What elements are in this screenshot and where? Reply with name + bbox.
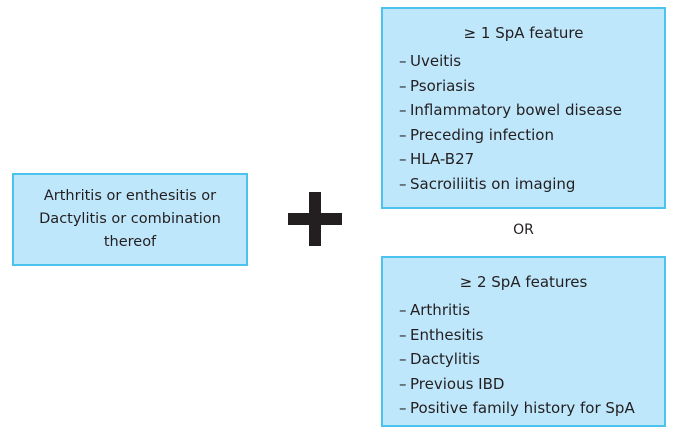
dash-bullet: – [399, 76, 407, 95]
dash-bullet: – [399, 350, 407, 368]
dash-bullet: – [399, 325, 407, 344]
left-criterion-line-1: Arthritis or enthesitis or [43, 188, 217, 204]
list-item: –Enthesitis [399, 323, 664, 348]
list-item: –Previous IBD [399, 372, 664, 397]
dash-bullet: – [399, 374, 407, 393]
list-item-label: Sacroiliitis on imaging [410, 174, 576, 193]
left-criterion-line-3: thereof [103, 234, 157, 250]
dash-bullet: – [399, 52, 407, 70]
list-item-label: Dactylitis [410, 350, 480, 368]
one-spa-feature-heading: ≥ 1 SpA feature [463, 24, 584, 42]
dash-bullet: – [399, 174, 407, 193]
left-criterion-text: Arthritis or enthesitis or Dactylitis or… [33, 185, 227, 254]
plus-operator-icon [288, 192, 342, 246]
or-connector-label: OR [513, 222, 534, 238]
list-item: –Preceding infection [399, 123, 664, 148]
list-item: –HLA-B27 [399, 147, 664, 172]
list-item-label: HLA-B27 [410, 150, 475, 168]
list-item: –Inflammatory bowel disease [399, 98, 664, 123]
dash-bullet: – [399, 101, 407, 119]
dash-bullet: – [399, 301, 407, 319]
list-item: –Sacroiliitis on imaging [399, 172, 664, 197]
list-item-label: Psoriasis [410, 76, 476, 95]
list-item: –Dactylitis [399, 347, 664, 372]
list-item: –Uveitis [399, 49, 664, 74]
list-item-label: Inflammatory bowel disease [410, 101, 622, 119]
dash-bullet: – [399, 125, 407, 144]
left-criterion-line-2: Dactylitis or combination [39, 211, 221, 227]
list-item-label: Positive family history for SpA [410, 399, 635, 417]
list-item-label: Previous IBD [410, 374, 505, 393]
dash-bullet: – [399, 399, 407, 417]
list-item-label: Preceding infection [410, 125, 554, 144]
list-item-label: Enthesitis [410, 325, 484, 344]
one-spa-feature-box: ≥ 1 SpA feature –Uveitis –Psoriasis –Inf… [381, 7, 666, 209]
one-spa-feature-list: –Uveitis –Psoriasis –Inflammatory bowel … [383, 49, 664, 196]
two-spa-features-list: –Arthritis –Enthesitis –Dactylitis –Prev… [383, 298, 664, 421]
list-item-label: Uveitis [410, 52, 462, 70]
list-item: –Positive family history for SpA [399, 396, 664, 421]
list-item: –Arthritis [399, 298, 664, 323]
two-spa-features-heading: ≥ 2 SpA features [459, 273, 588, 291]
plus-vertical-bar [309, 192, 321, 246]
two-spa-features-box: ≥ 2 SpA features –Arthritis –Enthesitis … [381, 256, 666, 427]
list-item: –Psoriasis [399, 74, 664, 99]
left-criterion-box: Arthritis or enthesitis or Dactylitis or… [12, 173, 248, 266]
dash-bullet: – [399, 150, 407, 168]
list-item-label: Arthritis [410, 301, 471, 319]
